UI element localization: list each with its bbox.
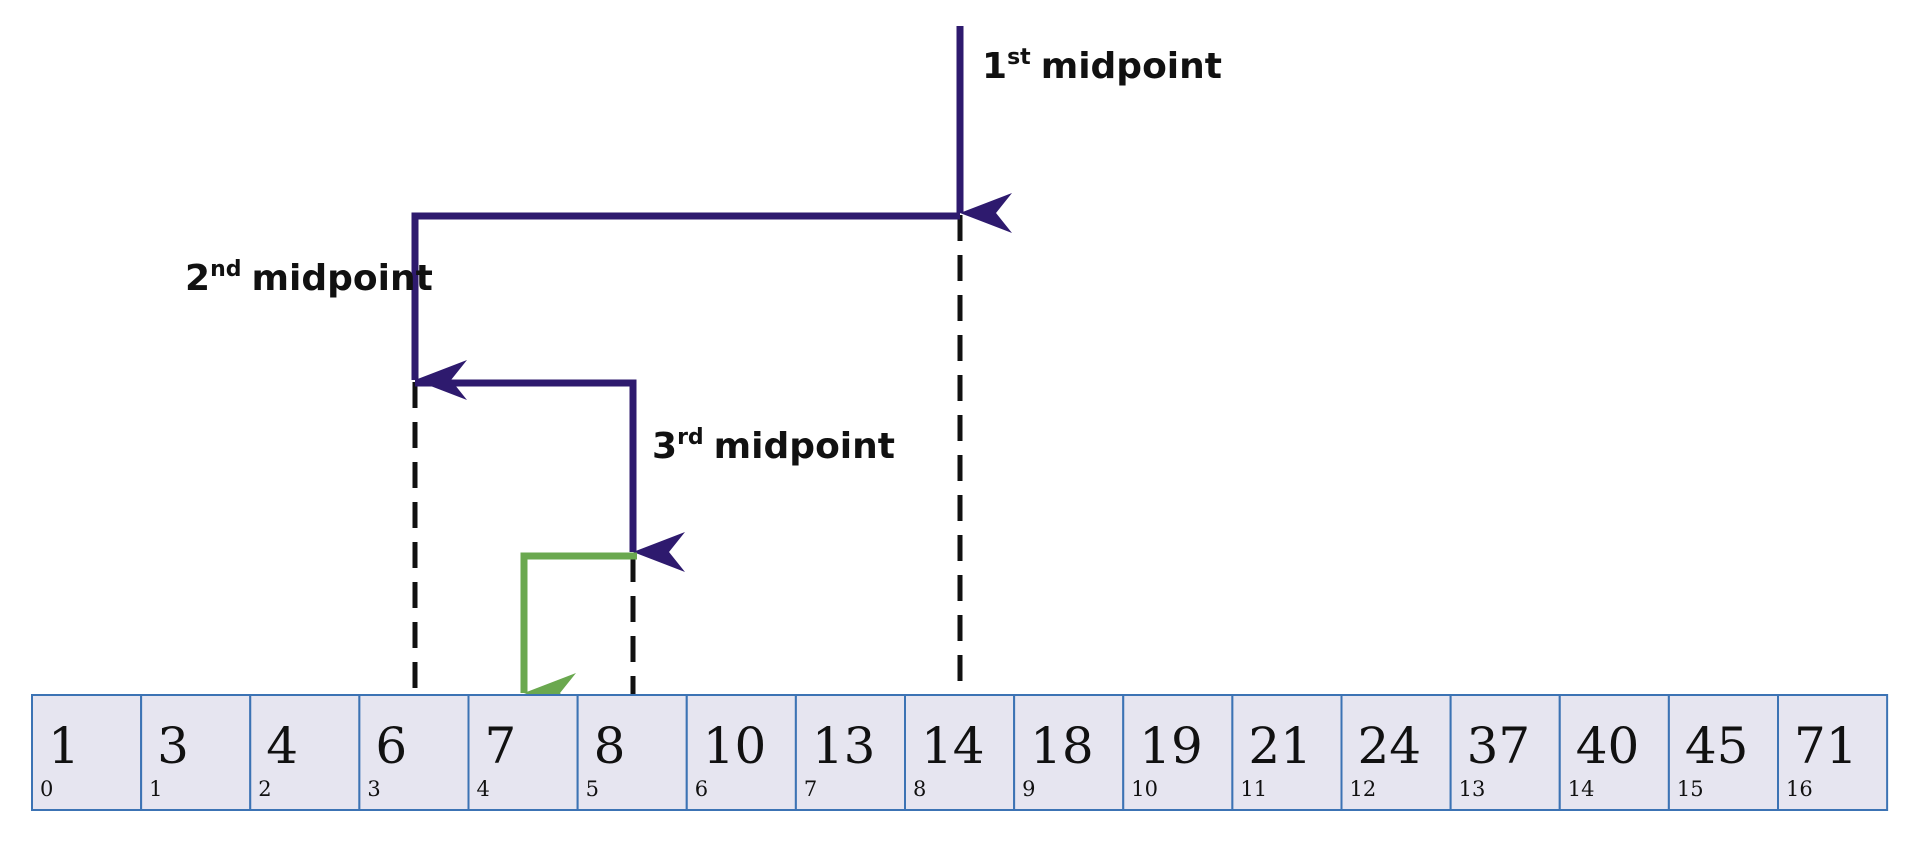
array-cell-value: 18 — [1030, 717, 1094, 775]
array-cell-index: 9 — [1022, 777, 1035, 801]
array-cell-box — [31, 694, 143, 811]
array-cell-value: 19 — [1139, 717, 1203, 775]
array-cell-index: 13 — [1459, 777, 1486, 801]
array-cell-index: 0 — [40, 777, 53, 801]
array-cell-value: 24 — [1358, 717, 1422, 775]
array-cell: 148 — [904, 694, 1016, 811]
array-cell-box — [1013, 694, 1125, 811]
array-cell-box — [576, 694, 688, 811]
dashed-guides — [412, 215, 963, 695]
third-midpoint-arrow — [415, 379, 685, 572]
first-midpoint-suffix: st — [1007, 45, 1031, 70]
array-cell: 85 — [576, 694, 688, 811]
third-midpoint-suffix: rd — [677, 425, 704, 450]
first-midpoint-word: midpoint — [1041, 46, 1222, 87]
first-midpoint-label: 1st midpoint — [982, 45, 1222, 87]
array-cell-box — [467, 694, 579, 811]
array-cell: 106 — [685, 694, 797, 811]
array-cell: 74 — [467, 694, 579, 811]
array-cell-value: 40 — [1576, 717, 1640, 775]
array-cell-index: 7 — [804, 777, 817, 801]
final-arrow — [520, 552, 637, 713]
array-cell-value: 6 — [375, 717, 407, 775]
array-cell-box — [1667, 694, 1779, 811]
array-cell-value: 10 — [703, 717, 767, 775]
array-cell-value: 1 — [48, 717, 80, 775]
array-cell-box — [794, 694, 906, 811]
array-cell-value: 3 — [157, 717, 189, 775]
array-cell: 10 — [31, 694, 143, 811]
array-cell-box — [1558, 694, 1670, 811]
array-cell-index: 2 — [258, 777, 271, 801]
array-cell-index: 12 — [1350, 777, 1377, 801]
array-cell-value: 14 — [921, 717, 985, 775]
array-cell-box — [249, 694, 361, 811]
array-cell-box — [1122, 694, 1234, 811]
array-cell: 31 — [140, 694, 252, 811]
array-cell: 42 — [249, 694, 361, 811]
second-midpoint-arrow — [411, 212, 960, 400]
array-cell-index: 10 — [1131, 777, 1158, 801]
array-cell-index: 11 — [1240, 777, 1267, 801]
array-cell-box — [904, 694, 1016, 811]
third-midpoint-label: 3rd midpoint — [652, 425, 895, 467]
array-cell-value: 8 — [594, 717, 626, 775]
array-cell-index: 14 — [1568, 777, 1595, 801]
second-midpoint-suffix: nd — [210, 257, 241, 282]
third-midpoint-ordinal: 3 — [652, 426, 677, 467]
array-cell-value: 4 — [266, 717, 298, 775]
array-cell-box — [1340, 694, 1452, 811]
array-cell-value: 37 — [1467, 717, 1531, 775]
array-cell-box — [1231, 694, 1343, 811]
sorted-array: 1031426374851061371481891910211124123713… — [31, 694, 1889, 811]
array-cell-box — [358, 694, 470, 811]
array-cell-index: 8 — [913, 777, 926, 801]
array-cell: 189 — [1013, 694, 1125, 811]
second-midpoint-label: 2nd midpoint — [185, 257, 433, 299]
second-midpoint-ordinal: 2 — [185, 258, 210, 299]
array-cell-value: 71 — [1794, 717, 1858, 775]
array-cell-value: 45 — [1685, 717, 1749, 775]
array-cell: 137 — [794, 694, 906, 811]
array-cell-index: 6 — [695, 777, 708, 801]
array-cell-box — [1449, 694, 1561, 811]
array-cell-index: 5 — [586, 777, 599, 801]
array-cell-box — [1777, 694, 1889, 811]
array-cell-index: 3 — [367, 777, 380, 801]
array-cell-index: 15 — [1677, 777, 1704, 801]
array-cell-index: 4 — [477, 777, 490, 801]
second-midpoint-word: midpoint — [251, 258, 432, 299]
array-cell-value: 13 — [812, 717, 876, 775]
array-cell: 63 — [358, 694, 470, 811]
array-cell-value: 7 — [485, 717, 517, 775]
array-cell-value: 21 — [1248, 717, 1312, 775]
first-midpoint-ordinal: 1 — [982, 46, 1007, 87]
array-cell-box — [140, 694, 252, 811]
array-cell-index: 16 — [1786, 777, 1813, 801]
array-cell-index: 1 — [149, 777, 162, 801]
third-midpoint-word: midpoint — [714, 426, 895, 467]
